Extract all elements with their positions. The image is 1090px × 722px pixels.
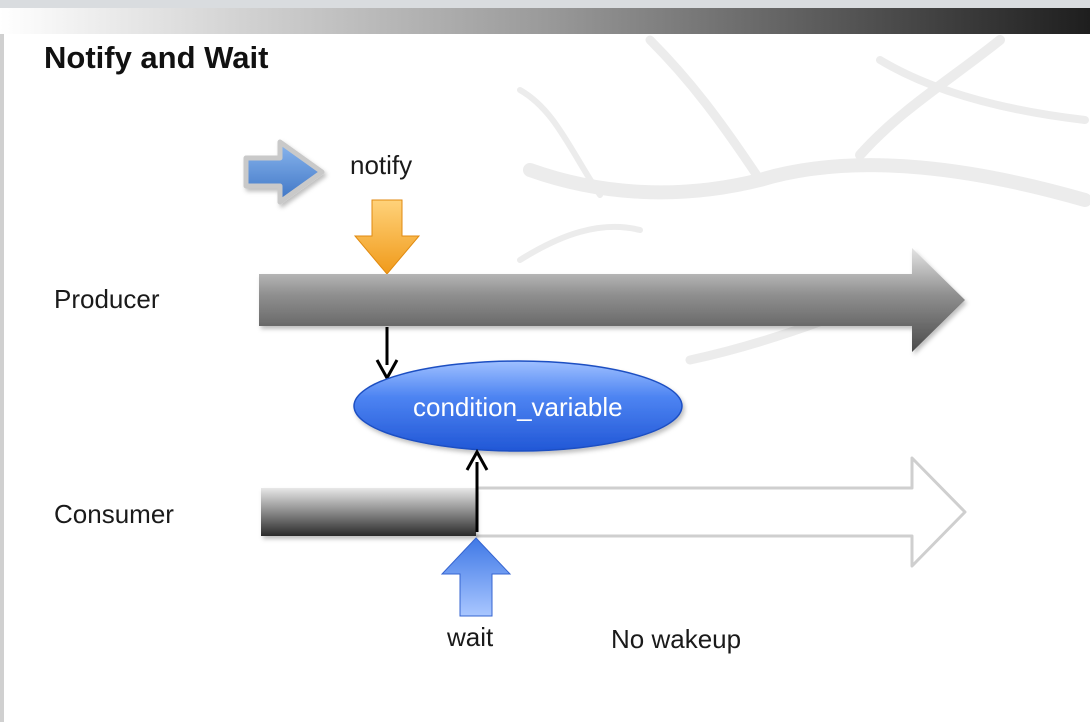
no-wakeup-label: No wakeup [611,624,742,654]
window-top-strip [0,0,1090,8]
producer-label: Producer [54,284,160,314]
notify-down-arrow-icon [353,199,421,275]
wait-label: wait [447,622,494,652]
producer-timeline-arrow [259,248,965,352]
consumer-label: Consumer [54,499,174,529]
left-border [0,34,4,722]
producer-to-cv-arrow-icon [375,327,399,382]
condition-variable-shape [353,360,683,452]
slide-title: Notify and Wait [44,40,269,75]
consumer-blocked-timeline-arrow [476,456,967,568]
consumer-active-bar [261,488,476,536]
condition-variable-label: condition_variable [413,392,623,422]
wait-up-arrow-icon [440,537,512,617]
consumer-to-cv-arrow-icon [465,448,489,532]
notify-legend-arrow-icon [243,139,325,205]
title-band [0,8,1090,34]
notify-label: notify [350,150,413,180]
